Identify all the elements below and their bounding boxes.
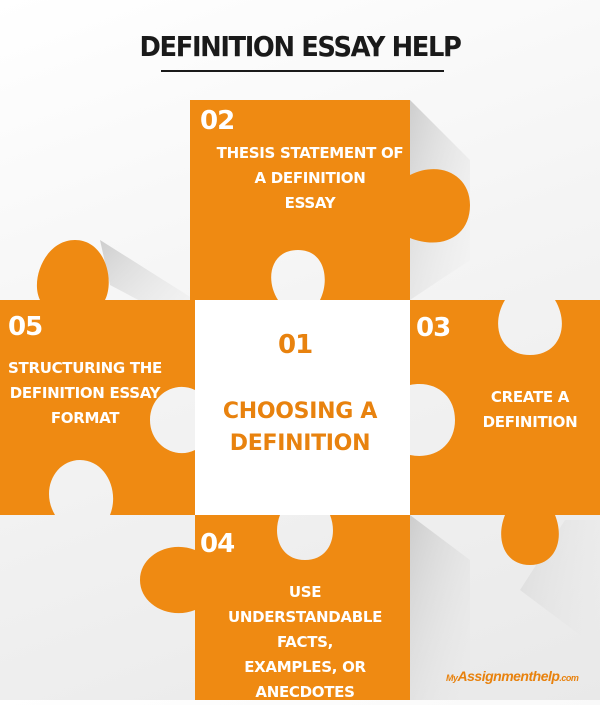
piece-04	[140, 515, 410, 700]
brand-prefix: My	[446, 673, 458, 683]
brand-name: Assignmenthelp	[457, 668, 560, 684]
piece-05-number: 05	[8, 312, 43, 342]
brand-suffix: .com	[559, 673, 579, 683]
brand-logo: MyAssignmenthelp.com	[446, 668, 579, 684]
piece-02-label: THESIS STATEMENT OF A DEFINITION ESSAY	[216, 144, 404, 212]
piece-01-number: 01	[278, 330, 313, 360]
piece-01-label: CHOOSING A DEFINITION	[222, 399, 378, 456]
center-piece	[195, 300, 410, 515]
shadow-bottom	[410, 515, 470, 700]
piece-03-label: CREATE A DEFINITION	[482, 388, 578, 431]
piece-05-label: STRUCTURING THE DEFINITION ESSAY FORMAT	[8, 359, 162, 427]
piece-03-number: 03	[416, 313, 451, 343]
piece-04-label: USE UNDERSTANDABLE FACTS, EXAMPLES, OR A…	[227, 583, 383, 701]
piece-03	[410, 300, 600, 565]
piece-02	[190, 100, 470, 300]
piece-02-number: 02	[200, 106, 235, 136]
title-underline	[161, 70, 444, 72]
piece-04-number: 04	[200, 529, 235, 559]
piece-05	[0, 240, 195, 515]
page-title: DEFINITION ESSAY HELP	[139, 30, 462, 63]
